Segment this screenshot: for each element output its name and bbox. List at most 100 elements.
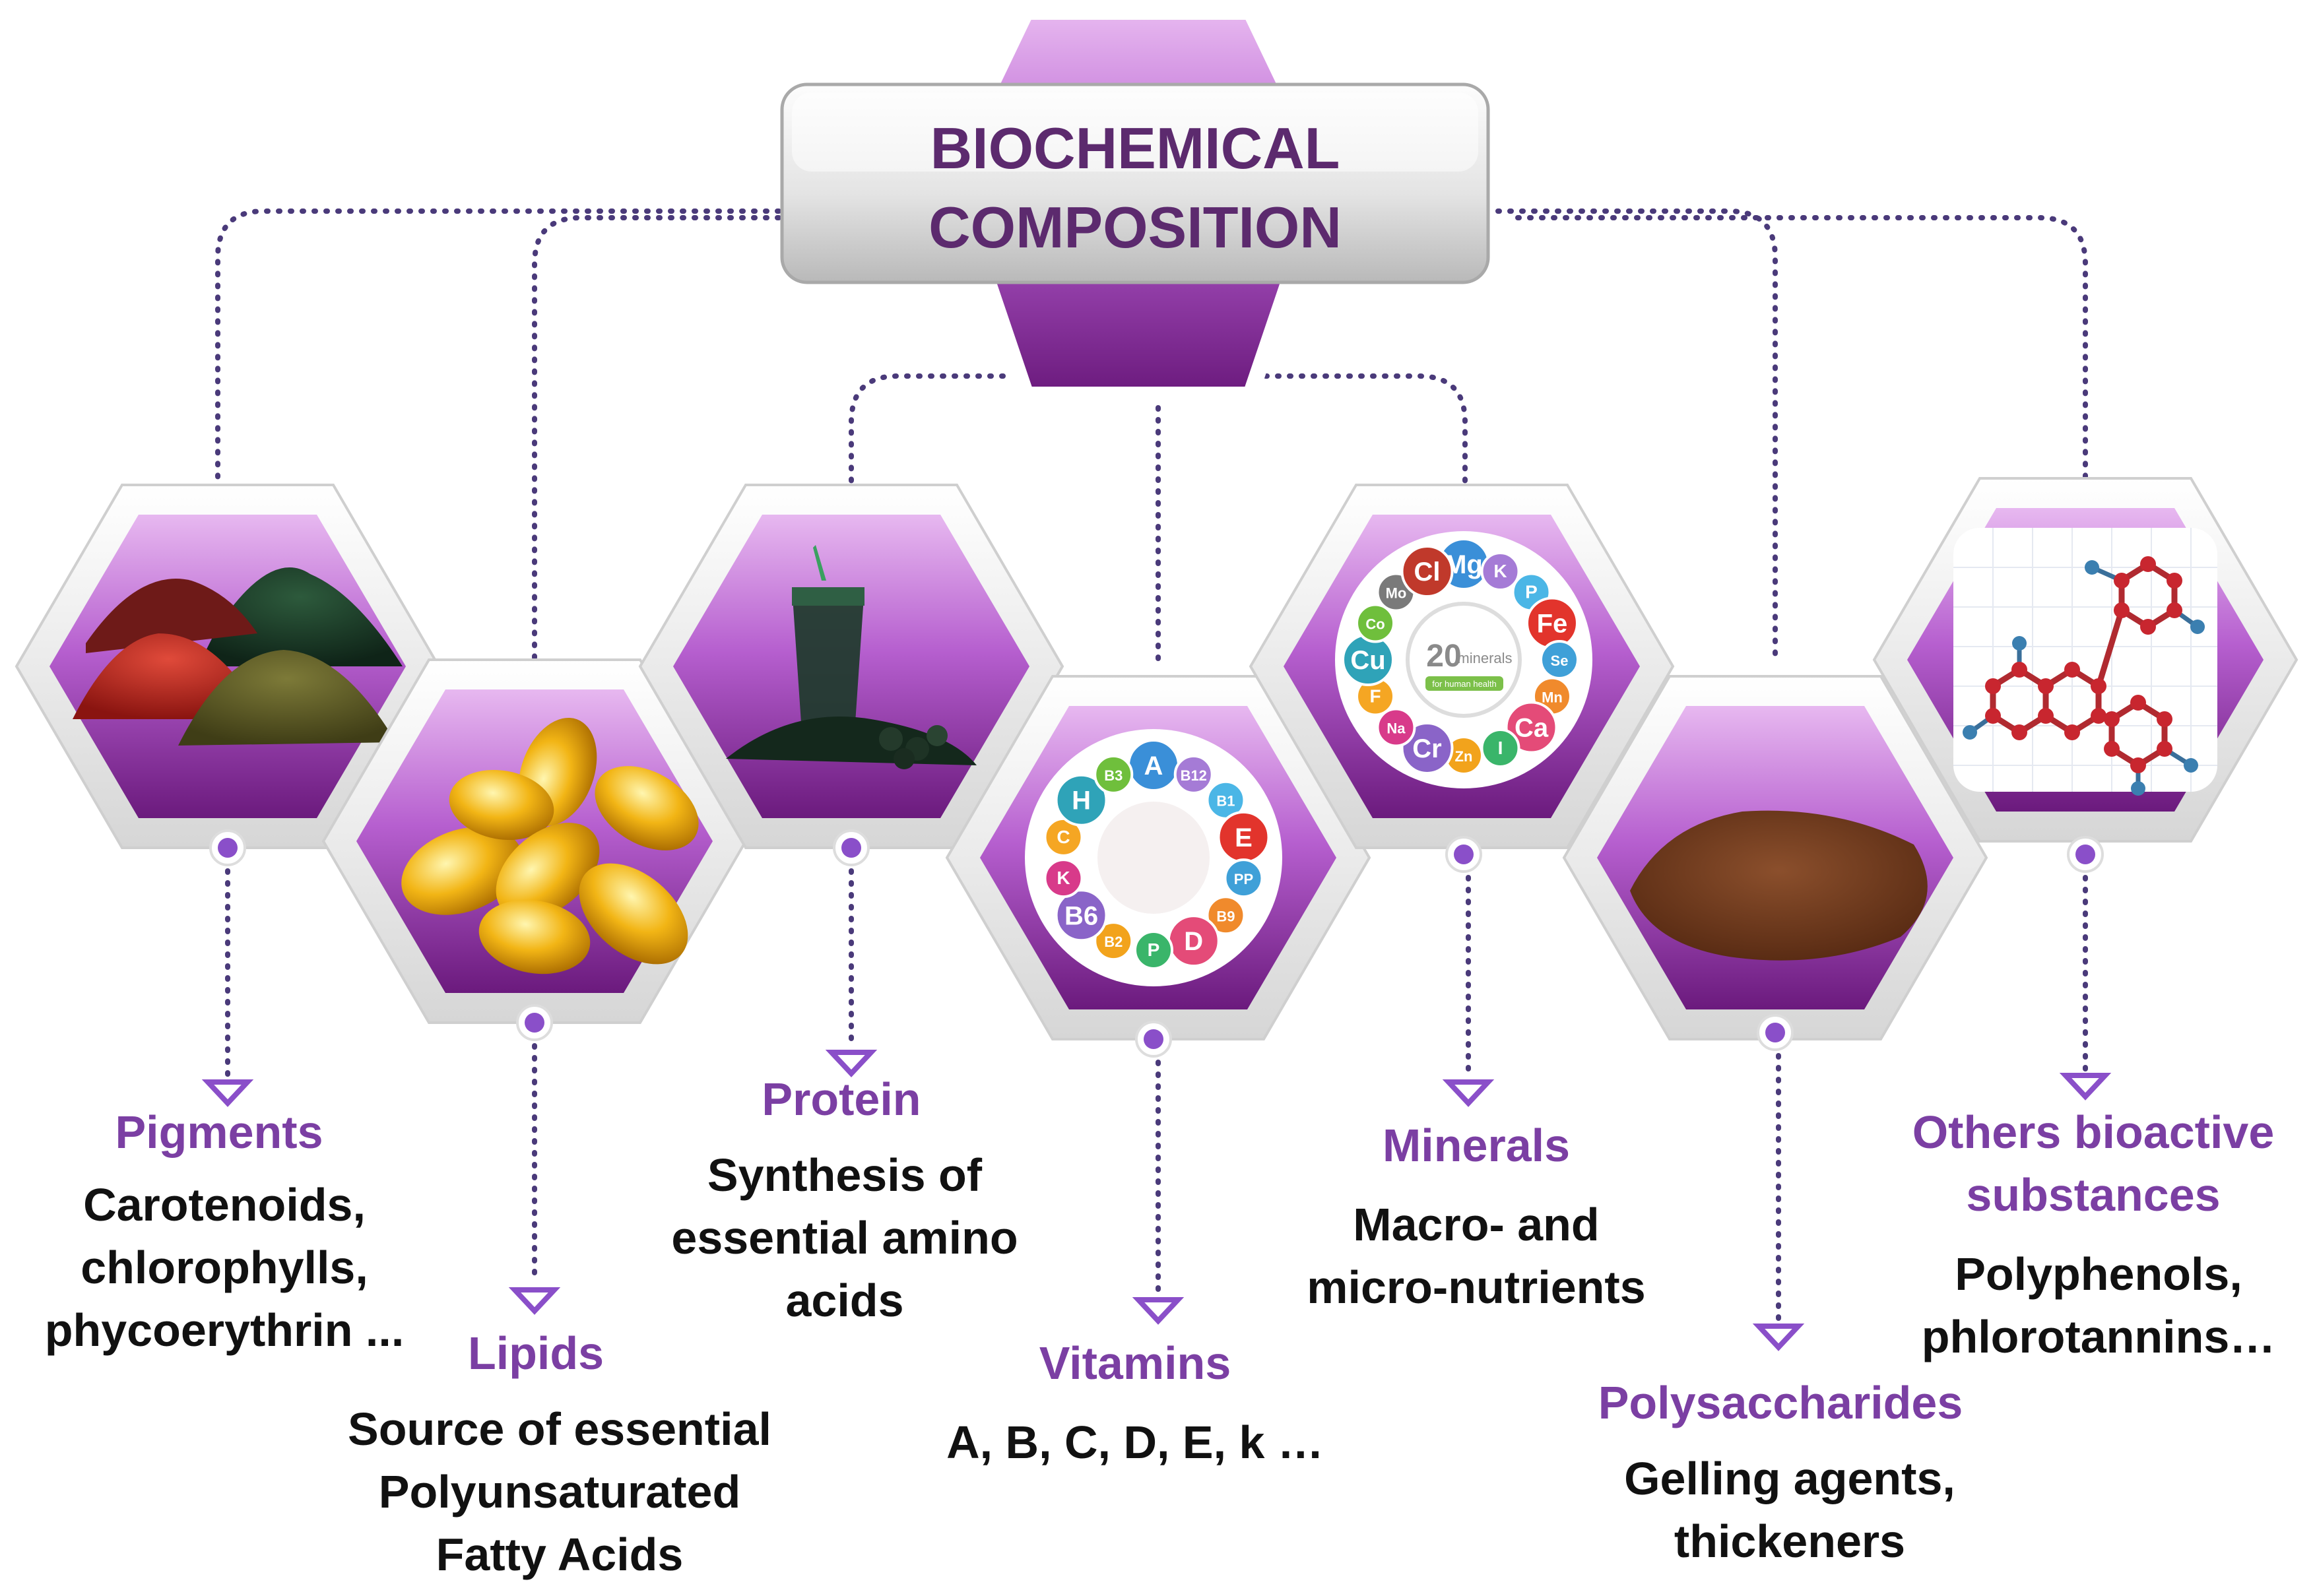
polysaccharides-desc-line2: thickeners [1674, 1516, 1905, 1567]
others-title-line1: Others bioactive [1912, 1106, 2275, 1158]
badge-circle [1134, 930, 1173, 970]
header-title-line2: COMPOSITION [929, 195, 1342, 260]
badge-label: Na [1386, 720, 1406, 737]
badge-label: PP [1234, 871, 1253, 887]
protein-desc-line1: Synthesis of [707, 1149, 983, 1201]
label-others-bioactive: Others bioactive substances Polyphenols,… [1912, 1106, 2276, 1362]
arrow-head-lipids [508, 1287, 561, 1315]
connector-lipids [532, 215, 781, 662]
badge-label: B12 [1181, 767, 1207, 784]
protein-title: Protein [762, 1073, 921, 1125]
label-protein: Protein Synthesis of essential amino aci… [671, 1073, 1018, 1326]
lipids-title: Lipids [468, 1327, 604, 1379]
badge-circle [1055, 889, 1108, 942]
others-title-line2: substances [1966, 1169, 2220, 1221]
arrow-head-polysaccharides [1752, 1324, 1805, 1351]
arrow-head-pigments [201, 1079, 254, 1107]
mineral-wheel-word: minerals [1457, 650, 1512, 666]
label-lipids: Lipids Source of essential Polyunsaturat… [348, 1327, 771, 1580]
badge-circle [1505, 701, 1558, 754]
polysaccharides-desc-line1: Gelling agents, [1624, 1453, 1955, 1504]
lipids-desc-line2: Polyunsaturated [379, 1466, 740, 1517]
molecule-structure-icon [1953, 528, 2217, 796]
label-vitamins: Vitamins A, B, C, D, E, k … [946, 1337, 1324, 1468]
hexagon-protein [638, 484, 1064, 866]
label-minerals: Minerals Macro- and micro-nutrients [1307, 1120, 1645, 1313]
spirulina-drink-icon [726, 545, 977, 769]
header-title-line1: BIOCHEMICAL [930, 115, 1340, 181]
vitamins-title: Vitamins [1039, 1337, 1231, 1389]
badge-label: K [1493, 561, 1507, 581]
vitamins-desc-line1: A, B, C, D, E, k … [946, 1417, 1324, 1468]
connector-minerals [1251, 373, 1468, 488]
hexagon-polysaccharides [1562, 675, 1988, 1051]
badge-circle [1093, 754, 1134, 794]
pigments-desc-line3: phycoerythrin ... [45, 1304, 405, 1356]
badge-label: E [1235, 823, 1253, 852]
label-connectors [201, 868, 2112, 1351]
arrow-head-vitamins [1132, 1297, 1185, 1325]
others-desc-line1: Polyphenols, [1955, 1248, 2242, 1300]
hexagon-lipids [321, 658, 748, 1041]
badge-label: Cr [1412, 734, 1441, 763]
badge-circle [1400, 721, 1454, 775]
badge-label: A [1144, 751, 1163, 781]
badge-circle [1480, 552, 1520, 592]
badge-label: Fe [1537, 610, 1568, 639]
connector-protein [849, 373, 1006, 488]
label-pigments: Pigments Carotenoids, chlorophylls, phyc… [45, 1106, 405, 1356]
oil-capsules-icon [401, 717, 699, 974]
badge-circle [1355, 603, 1396, 643]
label-polysaccharides: Polysaccharides Gelling agents, thickene… [1598, 1377, 1963, 1567]
badge-label: Se [1551, 653, 1569, 669]
category-labels: Pigments Carotenoids, chlorophylls, phyc… [45, 1073, 2276, 1580]
protein-desc-line2: essential amino [671, 1212, 1018, 1263]
badge-circle [1400, 545, 1454, 598]
badge-label: B1 [1216, 793, 1235, 810]
badge-label: P [1525, 581, 1538, 602]
badge-circle [1043, 858, 1084, 899]
pigments-desc-line1: Carotenoids, [83, 1179, 366, 1230]
badge-label: D [1184, 927, 1203, 956]
badge-label: F [1369, 686, 1381, 706]
badge-label: Mn [1542, 689, 1563, 705]
hexagon-pigments [15, 484, 441, 866]
brown-powder-icon [1630, 810, 1928, 961]
minerals-title: Minerals [1383, 1120, 1570, 1171]
connector-others [1515, 215, 2088, 488]
badge-label: B2 [1104, 934, 1123, 950]
pigments-desc-line2: chlorophylls, [81, 1242, 368, 1293]
badge-label: B3 [1104, 767, 1123, 784]
lipids-desc-line1: Source of essential [348, 1403, 771, 1455]
badge-label: Cl [1414, 558, 1441, 587]
lipids-desc-line3: Fatty Acids [436, 1529, 684, 1580]
badge-label: H [1072, 786, 1091, 815]
arrow-head-others [2059, 1073, 2112, 1101]
badge-circle [1206, 895, 1246, 936]
connector-pigments [215, 208, 781, 488]
badge-label: I [1498, 738, 1503, 758]
protein-desc-line3: acids [786, 1275, 904, 1326]
header-connectors [215, 208, 2088, 662]
mineral-wheel-number: 20 [1426, 639, 1461, 674]
minerals-desc-line1: Macro- and [1353, 1199, 1599, 1250]
badge-label: C [1057, 827, 1070, 847]
header-badge: BIOCHEMICAL COMPOSITION [780, 4, 1490, 402]
arrow-head-minerals [1442, 1079, 1495, 1107]
pigment-powders-icon [73, 567, 403, 746]
hexagon-others-bioactive [1872, 477, 2299, 873]
badge-circle [1173, 754, 1214, 794]
polysaccharides-title: Polysaccharides [1598, 1377, 1963, 1428]
badge-circle [1093, 921, 1134, 961]
mineral-wheel-caption: for human health [1432, 679, 1497, 689]
badge-label: Co [1365, 616, 1385, 633]
badge-label: Ca [1515, 714, 1549, 743]
badge-circle [1376, 707, 1416, 748]
